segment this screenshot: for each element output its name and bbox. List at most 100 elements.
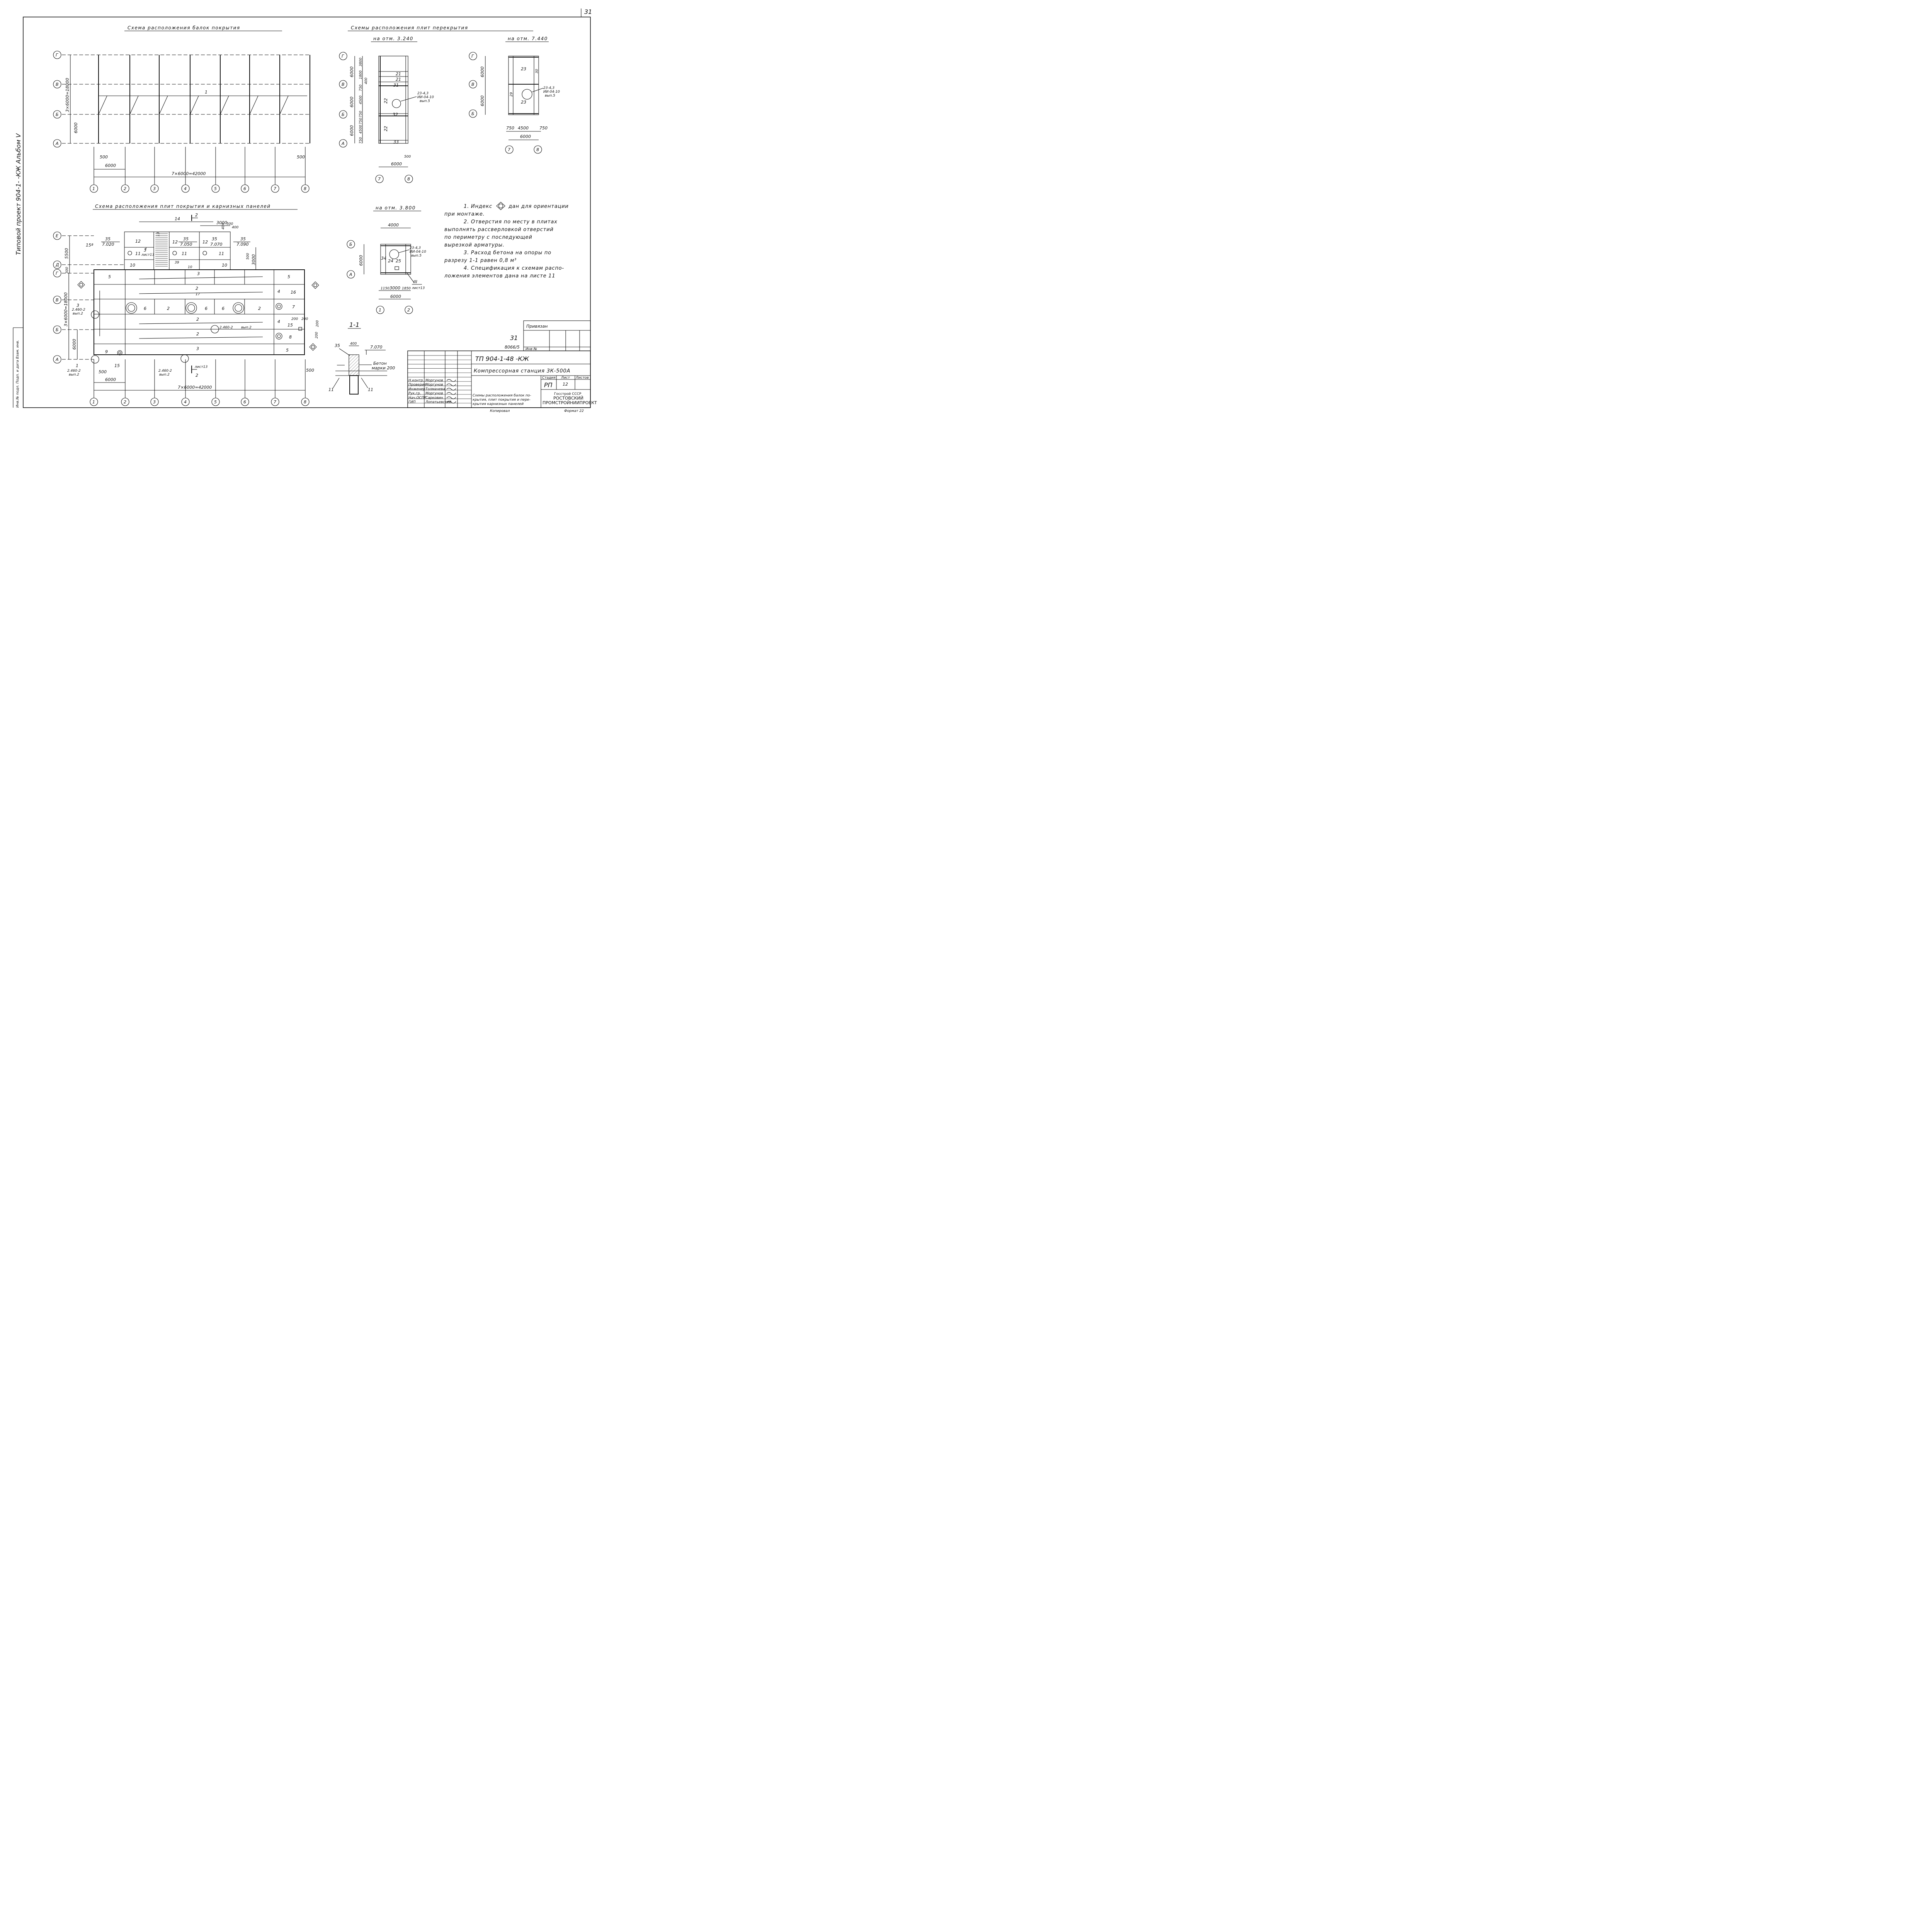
staff-name: Моргунов: [425, 379, 443, 383]
roof-mark-2a: 2: [196, 286, 198, 291]
section-note-2: марки 200: [372, 366, 395, 371]
slab2-callout-3: вып.5: [545, 94, 555, 98]
roof-mark-3b: 3: [196, 346, 199, 351]
row-bubble-beam-В: В: [53, 80, 61, 88]
axis-bubble-slab2-7: 7: [505, 145, 514, 154]
roof-mark-3c: 3: [77, 303, 79, 308]
roof-scheme-title: Схема расположения плит покрытия и карни…: [95, 204, 271, 209]
row-bubble-beam-Б: Б: [53, 110, 61, 119]
slab3-dim-6000b: 6000: [390, 294, 401, 299]
slab2-dim-6000b: 6000: [480, 95, 485, 106]
axis-bubble-slab1-7: 7: [375, 175, 384, 183]
row-bubble-roof-Б: Б: [53, 325, 61, 334]
roof-mark-sheet13: лист13: [141, 253, 155, 257]
slab1-mark-33: 33: [393, 139, 399, 145]
roof-ref-b2: вып.2: [241, 326, 252, 330]
beam-dim-vertical-2: 6000: [73, 122, 78, 133]
row-bubble-beam-В-label: В: [56, 82, 59, 87]
row-bubble-roof-В: В: [53, 296, 61, 304]
slab2-mark-29: 29: [510, 92, 514, 97]
slab1-dim-750b: 750: [359, 111, 363, 117]
roof-level-7020: 7.020: [102, 242, 114, 247]
tb-format: Формат 22: [564, 409, 584, 413]
section-note-1: Бетон: [373, 361, 387, 366]
row-bubble-slab1-Б: Б: [339, 110, 347, 119]
side-stamp: Типовой проект 904-1- -КЖ Альбом V: [15, 133, 22, 255]
axis-bubble-roof-4: 4: [181, 398, 190, 406]
axis-bubble-beam-1-label: 1: [92, 186, 95, 191]
staff-name: Сарковин: [425, 396, 443, 400]
tb-copied: Копировал: [490, 409, 510, 413]
signature-icon: [446, 396, 456, 399]
beam-dim-500-right: 500: [297, 155, 305, 160]
roof-level-35d: 35: [240, 236, 246, 242]
slab3-ref-num: III: [413, 279, 417, 284]
staff-role: Инженер: [408, 387, 425, 391]
tb-code: ТП 904-1-48 -КЖ: [475, 355, 529, 362]
section-level: 7.070: [370, 345, 383, 350]
index-icon: [496, 202, 505, 210]
row-bubble-beam-Б-label: Б: [56, 112, 59, 117]
roof-mark-6c: 6: [222, 306, 224, 311]
axis-bubble-roof-2-label: 2: [124, 400, 126, 405]
axis-bubble-slab2-7-label: 7: [508, 147, 510, 152]
axis-bubble-beam-6: 6: [241, 184, 249, 193]
roof-mark-6a: 6: [144, 306, 146, 311]
roof-mark-6b: 6: [205, 306, 207, 311]
axis-bubble-roof-6-label: 6: [243, 400, 246, 405]
slab3-dim-1150: 1150: [381, 287, 389, 291]
roof-mark-13: 13: [156, 232, 160, 236]
roof-ref-b: 2.460-2: [219, 326, 233, 330]
roof-scheme: Схема расположения плит покрытия и карни…: [53, 204, 320, 406]
slab3-mark-24: 24: [388, 259, 393, 264]
axis-bubble-slab3-2-label: 2: [407, 308, 410, 313]
row-bubble-roof-А-label: А: [55, 357, 59, 362]
slab2-mark-23b: 23: [521, 100, 526, 105]
slab-sub2-title: на отм. 7.440: [508, 36, 548, 41]
section-mark-top: 35: [335, 343, 340, 348]
slab1-dim-6000-bottom: 6000: [391, 162, 402, 167]
slab3-dim-3000: 3000: [389, 286, 400, 291]
roof-dim-18000: 3×6000=18000: [63, 293, 68, 327]
slab-schemes: Схемы расположения плит перекрытия на от…: [348, 25, 560, 299]
bound-label: Привязан: [526, 324, 548, 329]
axis-bubble-roof-2: 2: [121, 398, 129, 406]
axis-bubble-roof-8-label: 8: [304, 400, 306, 405]
roof-mark-15c: 15: [114, 363, 120, 368]
axis-bubble-roof-3: 3: [150, 398, 159, 406]
staff-name: Лопатьевский: [425, 400, 451, 404]
signature-icon: [446, 383, 456, 386]
row-bubble-roof-Е-label: Е: [56, 233, 58, 238]
beam-mark: 1: [205, 90, 207, 95]
slab2-dim-750a: 750: [506, 126, 514, 131]
roof-mark-11a: 11: [135, 251, 141, 256]
drawing: 3 1 Типовой проект 904-1- -КЖ Альбом V Ин…: [13, 8, 597, 413]
roof-mark-4b: 4: [277, 319, 280, 324]
axis-bubble-beam-4-label: 4: [184, 186, 187, 191]
slab2-dim-750b: 750: [539, 126, 548, 131]
slab1-callout-2: ИИ-04-10: [417, 95, 434, 99]
roof-mark-15a: 15ª: [86, 243, 93, 248]
axis-bubble-slab1-8-label: 8: [407, 177, 410, 182]
axis-bubble-beam-2-label: 2: [124, 186, 126, 191]
roof-mark-3-upper: 3: [145, 247, 147, 251]
signature-icon: [446, 392, 456, 395]
row-bubble-slab2-Б-label: Б: [471, 111, 474, 116]
row-bubble-beam-Г-label: Г: [56, 53, 58, 58]
roof-dim-500b: 500: [246, 253, 250, 260]
axis-bubble-beam-5: 5: [211, 184, 220, 193]
note-3b: разрезу 1-1 равен 0,8 м³: [444, 258, 517, 264]
section-dim: 400: [350, 342, 357, 346]
roof-ref-a2: вып.2: [73, 312, 83, 316]
note-1b: дан для ориентации: [508, 204, 569, 209]
axis-bubble-roof-8: 8: [301, 398, 310, 406]
roof-ref-c2: вып.2: [159, 373, 170, 377]
roof-level-35a: 35: [105, 236, 111, 242]
slab2-dim-30: 30: [535, 69, 539, 73]
roof-dim-5500: 5500: [64, 248, 69, 259]
slab1-mark-22a: 22: [383, 98, 388, 104]
roof-mark-5b: 5: [287, 274, 290, 279]
sheet-frame: 3 1 Типовой проект 904-1- -КЖ Альбом V Ин…: [13, 8, 592, 408]
row-bubble-roof-В-label: В: [56, 298, 59, 303]
axis-bubble-roof-1-label: 1: [92, 400, 95, 405]
